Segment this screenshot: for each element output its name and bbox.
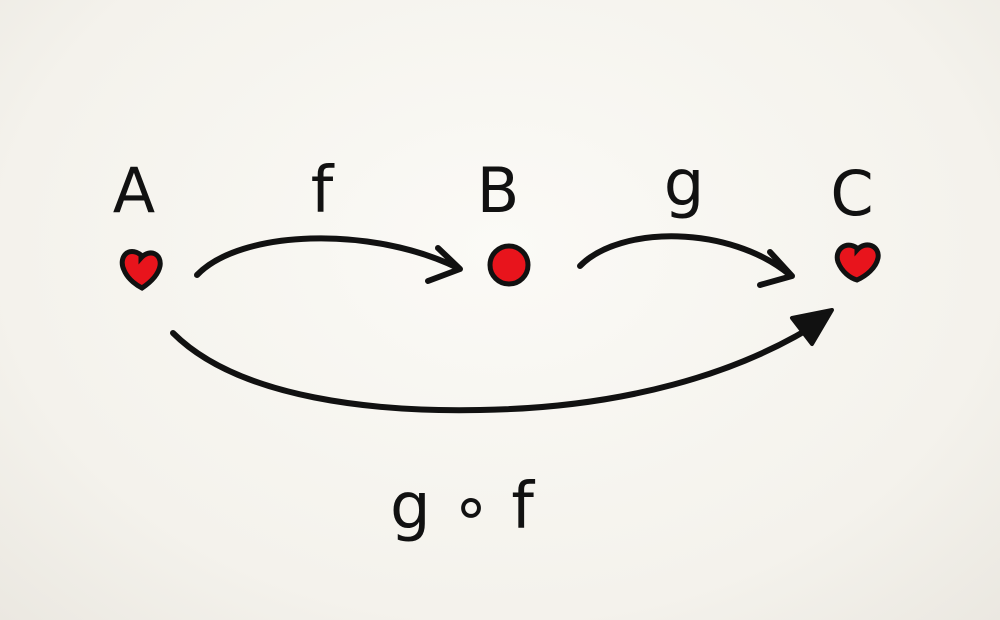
arrow-f	[194, 235, 463, 284]
node-c	[834, 242, 881, 283]
edge-label-f: f	[311, 154, 335, 228]
edge-label-g: g	[664, 147, 705, 221]
node-label-b: B	[477, 154, 520, 227]
node-label-c: C	[830, 157, 873, 230]
arrow-g	[577, 233, 795, 288]
node-b	[487, 243, 531, 287]
node-a	[119, 248, 163, 291]
edge-label-g-compose-f: g ∘ f	[390, 470, 535, 544]
arrow-g-compose-f	[170, 308, 834, 414]
node-label-a: A	[113, 154, 155, 227]
